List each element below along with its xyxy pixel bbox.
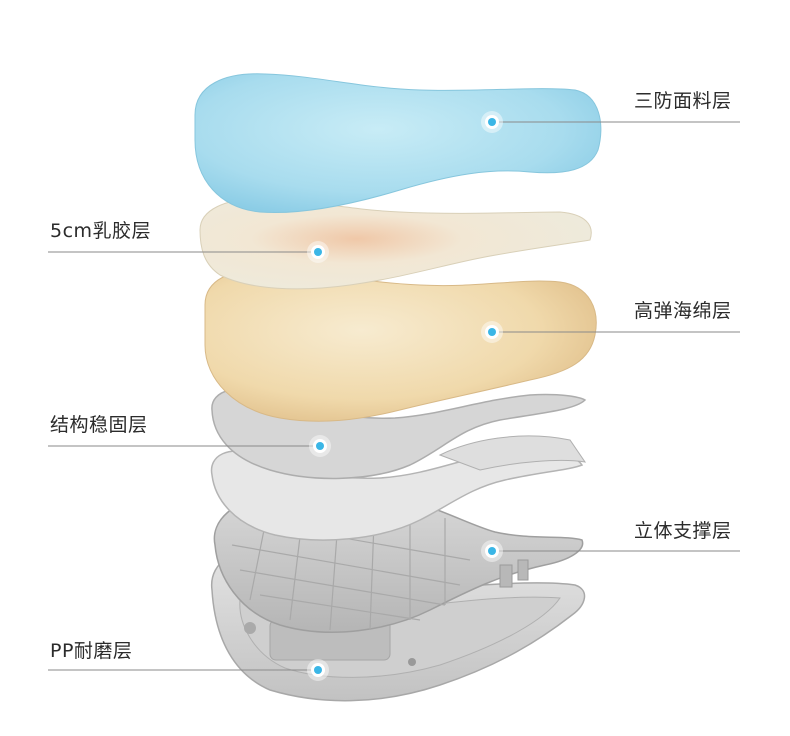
latex-marker-dot (311, 245, 325, 259)
support-marker-dot (485, 544, 499, 558)
support-layer-label: 立体支撑层 (634, 520, 732, 542)
foam-marker-dot (485, 325, 499, 339)
fabric-layer-label: 三防面料层 (634, 90, 732, 112)
stabilizer-marker-dot (313, 439, 327, 453)
foam-layer-label: 高弹海绵层 (634, 300, 732, 322)
fabric-marker-dot (485, 115, 499, 129)
pp-layer-label: PP耐磨层 (50, 640, 133, 662)
latex-layer-label: 5cm乳胶层 (50, 220, 152, 242)
stabilizer-layer-label: 结构稳固层 (50, 414, 148, 436)
pp-marker-dot (311, 663, 325, 677)
fabric-layer (194, 73, 602, 213)
